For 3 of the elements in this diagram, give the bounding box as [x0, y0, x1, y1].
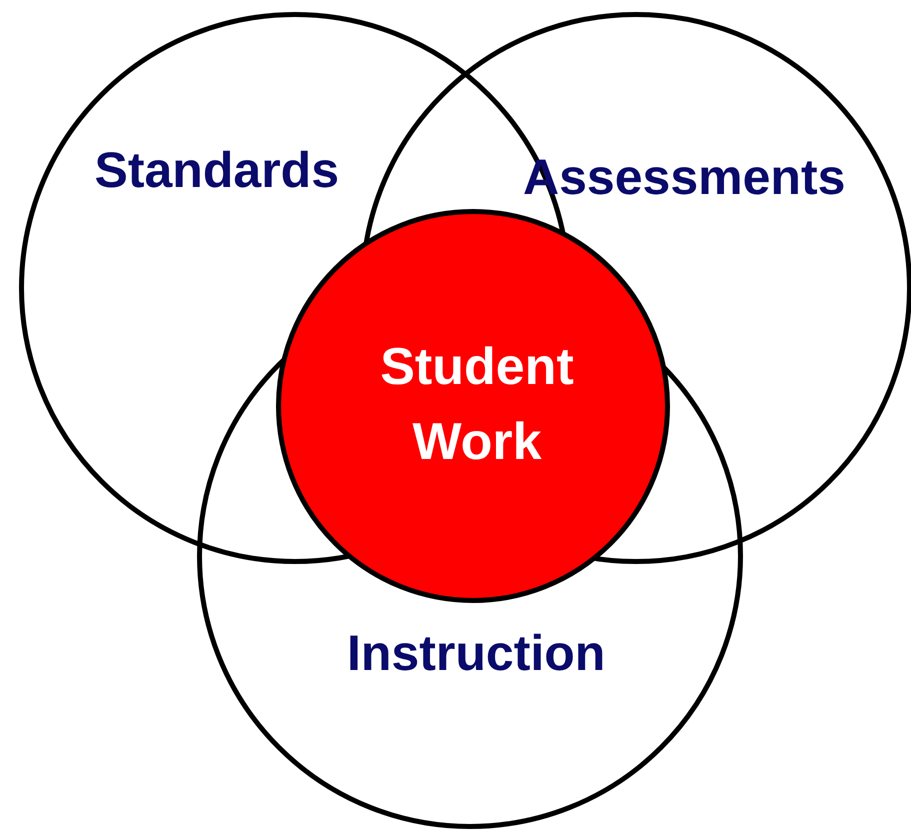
circle-label: Standards	[94, 140, 340, 200]
circle-label: Instruction	[347, 624, 606, 682]
circle-label: Student Work	[379, 336, 575, 473]
